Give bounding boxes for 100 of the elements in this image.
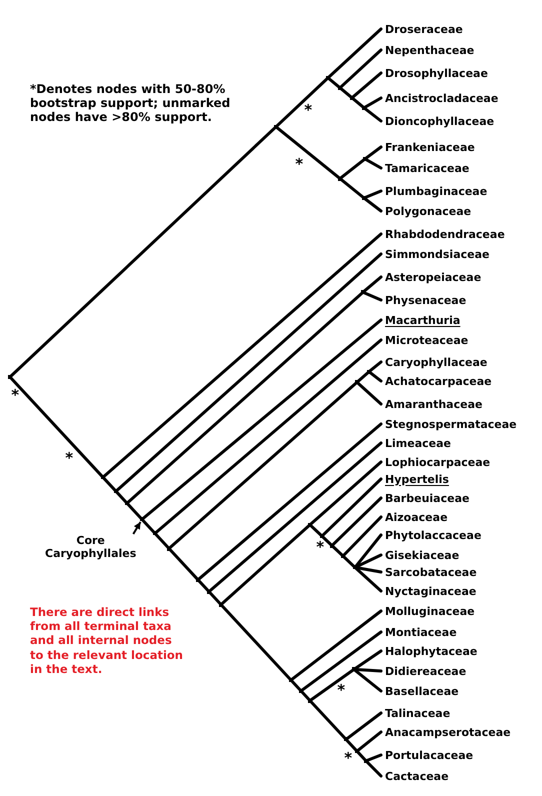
taxon-name: Portulacaceae: [385, 748, 474, 762]
taxon-name: Didiereaceae: [385, 664, 466, 678]
branch-line: [208, 590, 222, 606]
taxon-name: Polygonaceae: [385, 204, 472, 218]
taxon-name: Ancistrocladaceae: [385, 92, 498, 104]
branch-line: [140, 318, 382, 521]
branch-line: [126, 290, 364, 505]
branch-point: [361, 290, 365, 294]
branch-line: [338, 86, 354, 100]
branch-point: [308, 522, 312, 527]
branch-line: [274, 125, 342, 180]
branch-line: [362, 290, 382, 302]
branch-point: [364, 758, 368, 763]
asterisk-mark: *: [295, 157, 304, 168]
branch-line: [338, 177, 366, 200]
taxon-name: Dioncophyllaceae: [385, 114, 494, 128]
taxon-name: Microteaceae: [385, 334, 468, 346]
taxon-name: Achatocarpaceae: [385, 374, 492, 388]
taxon-name: Amaranthaceae: [385, 398, 482, 410]
leader-arrow: [132, 521, 142, 535]
branch-line: [140, 518, 156, 535]
branch-point: [219, 602, 223, 607]
branch-point: [362, 196, 366, 200]
taxon-name: Halophytaceae: [385, 644, 478, 658]
taxon-name: Molluginaceae: [385, 604, 475, 618]
branch-line: [362, 106, 382, 122]
branch-line: [330, 544, 344, 558]
branch-point: [274, 124, 278, 129]
taxon-name: Barbeuiaceae: [385, 492, 470, 504]
branch-point: [350, 96, 354, 100]
branch-line: [208, 442, 382, 594]
branch-line: [102, 232, 382, 479]
branch-point: [341, 554, 345, 558]
branch-line: [114, 490, 128, 505]
branch-line: [196, 578, 210, 594]
taxon-name: Frankeniaceae: [385, 140, 475, 154]
branch-line: [300, 630, 382, 692]
branch-line: [362, 96, 382, 110]
taxon-name: Anacampserotaceae: [385, 726, 511, 738]
taxon-name: Droseraceae: [385, 22, 463, 36]
taxon-name: Lophiocarpaceae: [385, 456, 490, 468]
branch-line: [368, 370, 382, 382]
taxon-name: Drosophyllaceae: [385, 66, 488, 80]
asterisk-mark: *: [344, 751, 352, 762]
taxon-name: Gisekiaceae: [385, 548, 460, 562]
taxon-name: Nyctaginaceae: [385, 584, 476, 598]
branch-point: [320, 534, 324, 538]
branch-point: [355, 749, 359, 754]
branch-point: [289, 678, 293, 682]
branch-line: [352, 650, 382, 671]
asterisk-mark: *: [316, 540, 324, 550]
taxon-name: Basellaceae: [385, 684, 459, 698]
branch-line: [338, 48, 382, 90]
branch-line: [356, 750, 368, 762]
branch-point: [299, 688, 303, 693]
branch-point: [338, 86, 342, 90]
asterisk-mark: *: [304, 103, 312, 114]
taxon-name: Rhabdodendraceae: [385, 228, 505, 240]
taxon-name: Aizoaceae: [385, 510, 448, 524]
branch-line: [356, 370, 370, 384]
branch-point: [363, 156, 367, 161]
taxon-name: Cactaceae: [385, 770, 449, 782]
branch-line: [362, 190, 382, 200]
branch-line: [320, 534, 334, 548]
branch-line: [356, 380, 382, 406]
taxon-name: Tamaricaceae: [385, 162, 470, 174]
branch-line: [220, 603, 292, 682]
branch-point: [125, 501, 129, 506]
branch-line: [364, 146, 382, 160]
branch-line: [308, 523, 324, 538]
asterisk-mark: *: [11, 388, 20, 398]
taxon-name: Asteropeiaceae: [385, 270, 482, 284]
branch-point: [338, 176, 342, 181]
branch-point: [330, 544, 334, 548]
asterisk-mark: *: [337, 683, 346, 694]
taxon-name: Nepenthaceae: [385, 44, 474, 56]
taxon-name: Caryophyllaceae: [385, 356, 488, 368]
asterisk-mark: *: [65, 451, 74, 462]
note-text: There are direct links from all terminal taxa and all internal nodes to the relevant location in the text.: [30, 605, 184, 676]
branch-line: [364, 759, 382, 778]
branch-point: [362, 106, 366, 110]
branch-line: [320, 478, 382, 538]
taxon-name: Macarthuria: [385, 314, 460, 326]
branch-line: [168, 380, 358, 550]
branch-line: [364, 157, 382, 170]
clade-label: Core Caryophyllales: [45, 534, 136, 560]
branch-line: [274, 76, 330, 128]
branch-line: [326, 28, 382, 80]
taxon-name: Montiaceae: [385, 626, 457, 638]
branch-line: [364, 754, 382, 762]
branch-point: [8, 375, 12, 379]
branch-point: [308, 698, 312, 703]
branch-line: [344, 712, 382, 741]
branch-line: [338, 157, 366, 180]
branch-point: [326, 76, 330, 80]
branch-line: [362, 196, 382, 212]
branch-line: [308, 460, 382, 526]
taxon-name: Physenaceae: [385, 294, 466, 306]
branch-line: [8, 376, 104, 479]
branch-line: [114, 252, 382, 493]
